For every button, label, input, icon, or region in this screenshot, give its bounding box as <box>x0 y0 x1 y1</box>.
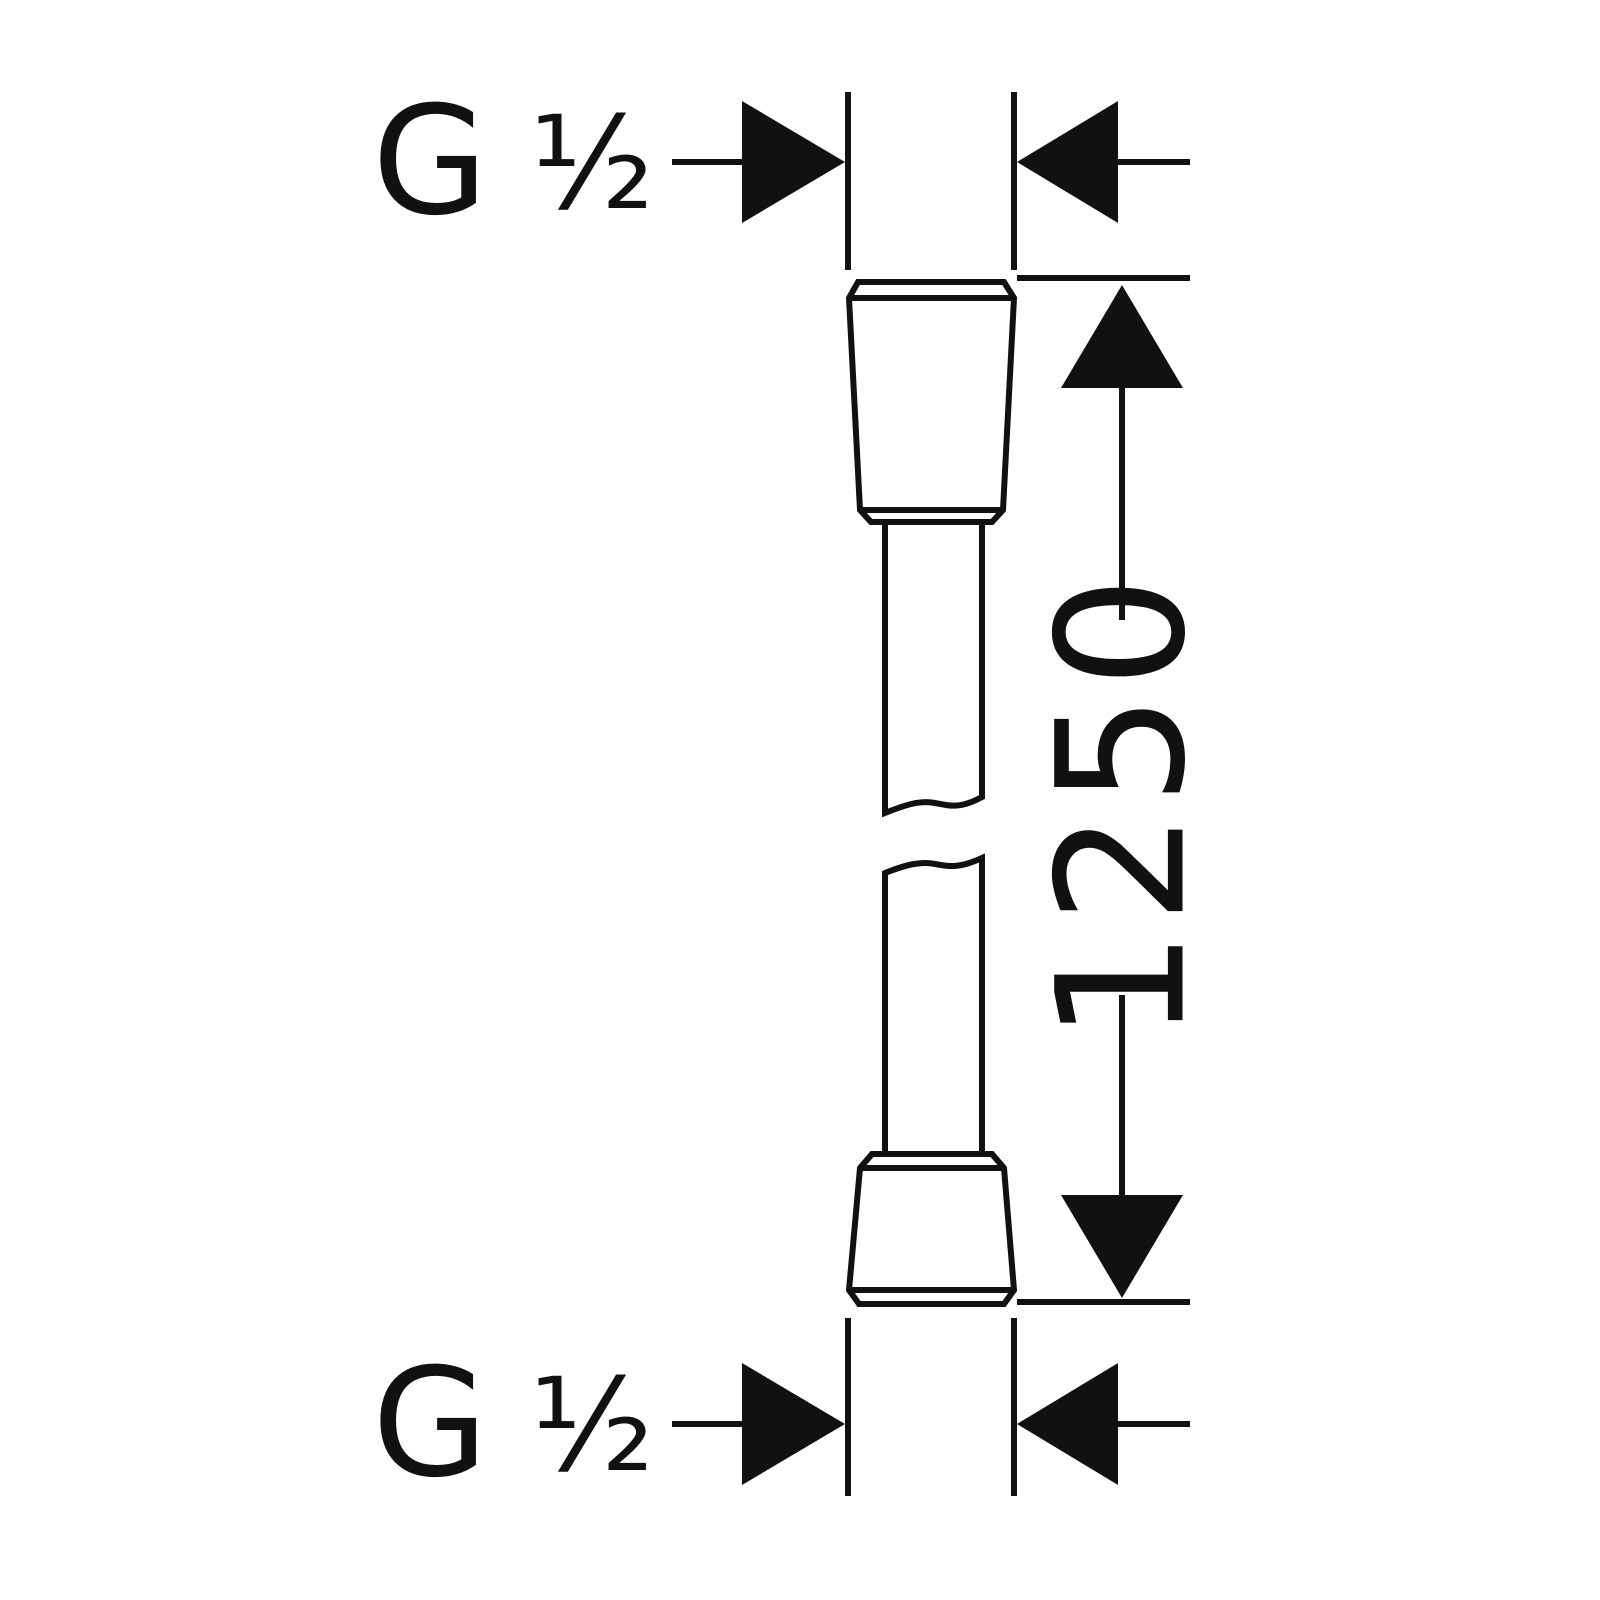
top-thread-size: ½ <box>530 90 654 239</box>
bottom-left-arrowhead <box>742 1363 845 1485</box>
top-right-arrowhead <box>1017 101 1118 223</box>
hose-lower-segment <box>882 853 985 1155</box>
top-nut <box>845 279 1018 525</box>
bottom-nut <box>845 1151 1018 1307</box>
hose-upper-segment <box>882 522 985 818</box>
hose-body <box>845 279 1018 1307</box>
top-thread-letter: G <box>372 75 488 249</box>
length-arrowhead-bottom <box>1061 1195 1183 1298</box>
top-thread-dimension: G ½ <box>372 75 1190 270</box>
bottom-thread-dimension: G ½ <box>372 1318 1190 1511</box>
length-arrowhead-top <box>1061 285 1183 388</box>
top-left-arrowhead <box>742 101 845 223</box>
bottom-thread-letter: G <box>372 1337 488 1511</box>
length-dimension: 1250 <box>1017 275 1225 1305</box>
bottom-right-arrowhead <box>1017 1363 1118 1485</box>
bottom-thread-size: ½ <box>530 1352 654 1501</box>
length-value: 1250 <box>1020 570 1225 1042</box>
